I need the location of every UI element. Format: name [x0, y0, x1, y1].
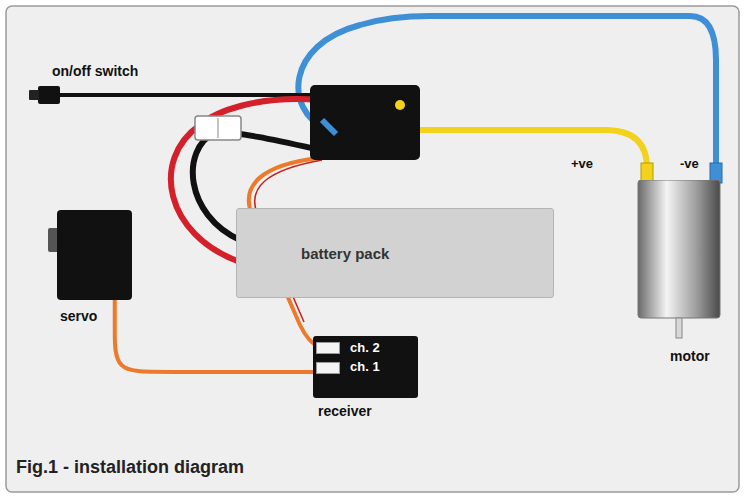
negative-motor-wire	[298, 16, 716, 168]
negative-wire-exit	[322, 120, 336, 134]
battery-connector	[195, 116, 241, 140]
switch-toggle	[29, 90, 39, 100]
servo-plug	[316, 342, 340, 354]
terminal-label: -ve	[680, 157, 699, 172]
motor-shaft	[676, 318, 682, 338]
part-name: receiver	[318, 403, 372, 419]
servo-plug	[316, 362, 340, 374]
servo-box: servo	[57, 210, 132, 300]
switch-body	[38, 86, 60, 104]
part-name: motor	[670, 348, 710, 364]
part-name: on/off switch	[52, 63, 138, 79]
channel-label: ch. 1	[350, 360, 380, 375]
motor-drawing	[636, 180, 722, 340]
switch-wire	[58, 93, 315, 97]
part-name: battery pack	[301, 245, 389, 262]
positive-motor-wire	[415, 130, 647, 168]
servo-lead	[115, 300, 313, 372]
channel-label: ch. 2	[350, 341, 380, 356]
figure-frame	[6, 6, 739, 492]
figure-caption: Fig.1 - installation diagram	[16, 457, 244, 478]
receiver-box: ch. 2ch. 1receiver	[313, 336, 418, 398]
connector-split	[218, 118, 219, 138]
speed-controller	[310, 85, 420, 160]
speed-controller-led	[395, 100, 405, 110]
part-name: servo	[60, 308, 97, 324]
motor-body: motor	[636, 180, 722, 340]
battery-pack: battery pack	[236, 208, 554, 298]
motor-can	[638, 180, 720, 318]
terminal-label: +ve	[571, 157, 593, 172]
